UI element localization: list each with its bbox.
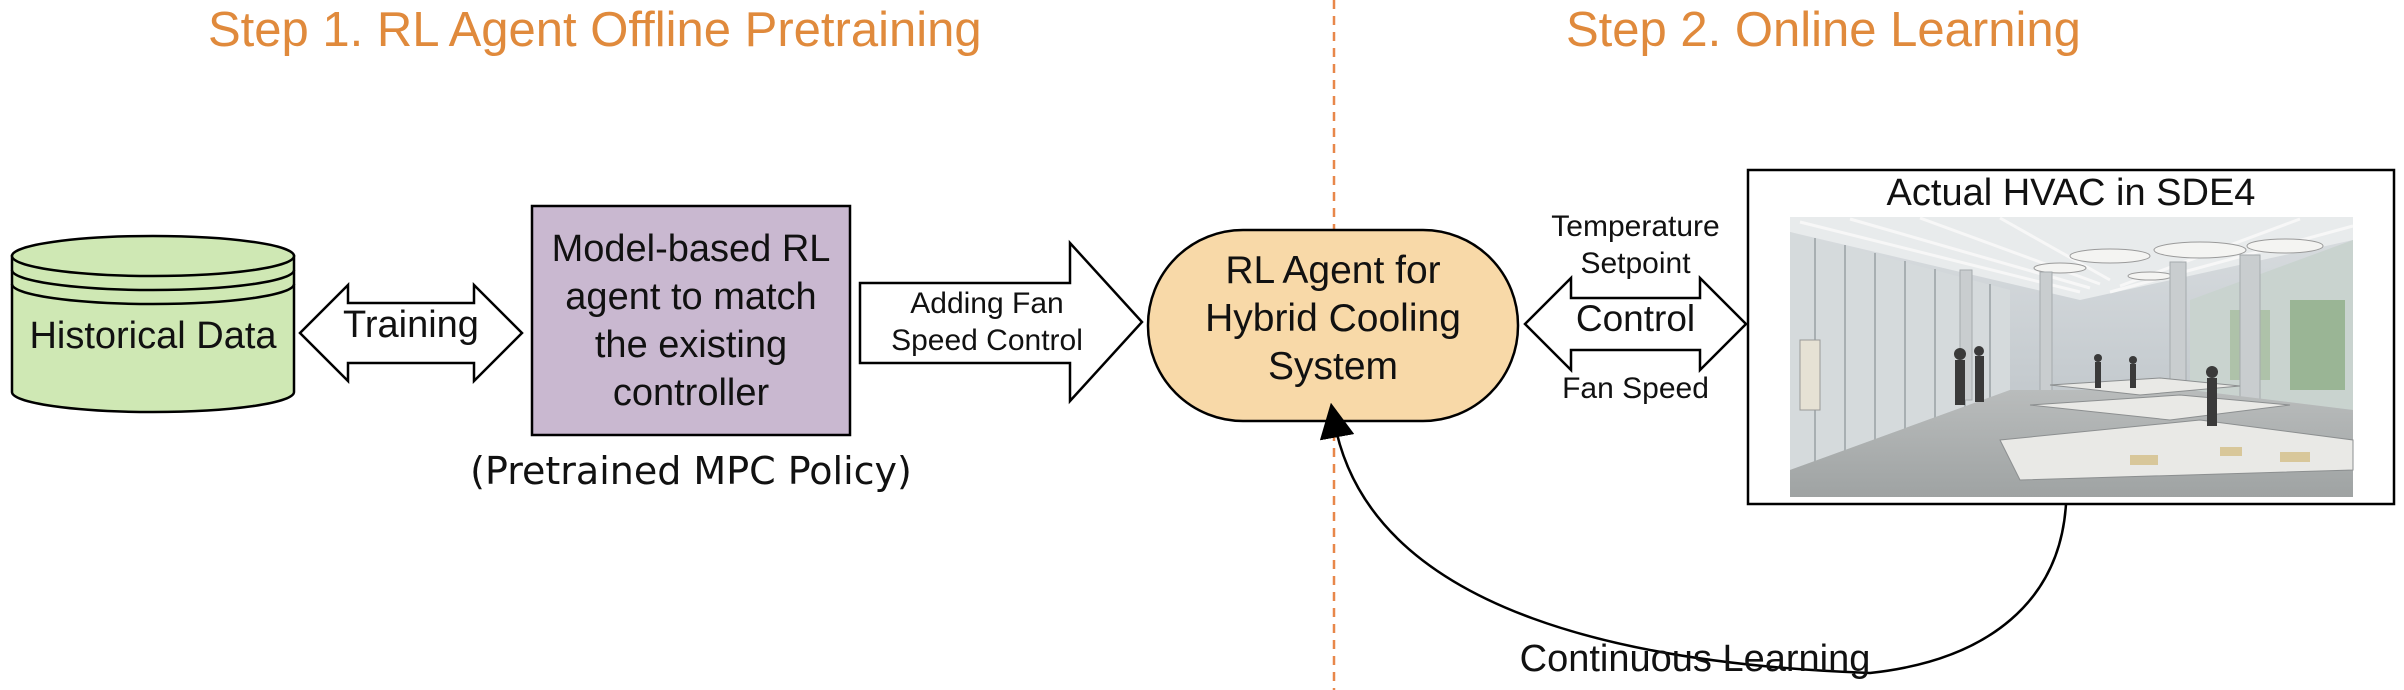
continuous-learning-loop	[1319, 402, 2068, 675]
continuous-learning-label: Continuous Learning	[1519, 638, 1871, 680]
mpc-policy-caption: (Pretrained MPC Policy)	[470, 449, 912, 493]
temperature-setpoint-line2: Setpoint	[1580, 247, 1691, 280]
training-double-arrow	[298, 281, 524, 385]
fan-control-label: Adding Fan Speed Control	[862, 285, 1112, 359]
rl-agent-label: RL Agent for Hybrid Cooling System	[1148, 247, 1518, 391]
step2-title: Step 2. Online Learning	[1566, 3, 2081, 57]
mpc-agent-box	[530, 204, 852, 437]
fan-speed-label: Fan Speed	[1562, 372, 1709, 405]
step1-title: Step 1. RL Agent Offline Pretraining	[208, 3, 982, 57]
fan-control-label-line1: Adding Fan	[910, 287, 1064, 320]
historical-data-cylinder	[10, 234, 296, 414]
temperature-setpoint-line1: Temperature	[1551, 210, 1720, 243]
fan-control-label-line2: Speed Control	[891, 324, 1083, 357]
historical-data-label: Historical Data	[29, 314, 277, 357]
control-label: Control	[1575, 298, 1696, 339]
hvac-title: Actual HVAC in SDE4	[1886, 172, 2256, 214]
temperature-setpoint-label: Temperature Setpoint	[1525, 208, 1746, 282]
mpc-agent-label: Model-based RL agent to match the existi…	[551, 227, 831, 414]
fan-control-arrow	[858, 239, 1144, 405]
hvac-interior-photo	[1790, 216, 2354, 497]
rl-agent-label-line1: RL Agent for	[1225, 249, 1441, 292]
rl-agent-label-line2: Hybrid Cooling	[1205, 297, 1461, 340]
control-double-arrow	[1523, 274, 1748, 374]
rl-agent-label-line3: System	[1267, 345, 1399, 388]
training-label: Training	[343, 304, 479, 346]
